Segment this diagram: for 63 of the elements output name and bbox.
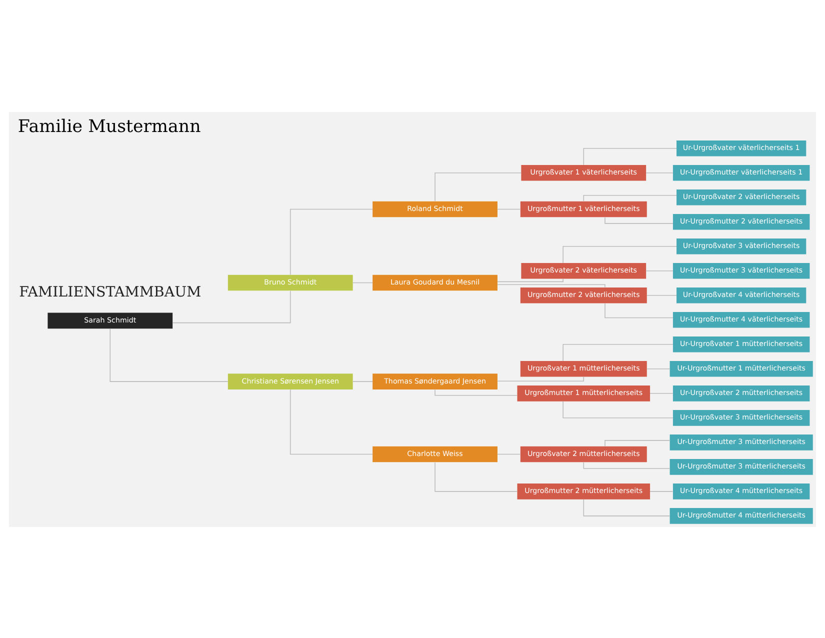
connector [562,400,674,418]
connector [646,172,674,173]
connector [352,380,373,382]
node-box: Ur-Urgroßvater 2 mütterlicherseits [672,385,810,401]
connector [583,498,670,516]
connector [604,440,670,446]
node-box: Ur-Urgroßmutter 3 mütterlicherseits [670,434,813,450]
connector [650,490,674,492]
node-box: Ur-Urgroßvater 4 mütterlicherseits [672,483,810,499]
connector [562,245,677,263]
node-box: Ur-Urgroßvater 1 mütterlicherseits [672,336,810,352]
connector [650,392,674,394]
connector [434,388,518,396]
node-box: Sarah Schmidt [48,312,173,328]
connector [290,388,373,454]
node-box: Ur-Urgroßvater 3 väterlicherseits [676,238,806,254]
connector [497,208,521,210]
node-box: Ur-Urgroßmutter 4 väterlicherseits [672,312,810,328]
label: FAMILIENSTAMMBAUM [19,284,202,300]
connector [172,290,291,323]
node-box: Bruno Schmidt [228,274,353,290]
node-box: Urgroßmutter 2 mütterlicherseits [517,483,650,499]
diagram-title: Familie Mustermann [18,116,201,137]
node-box: Ur-Urgroßmutter 2 väterlicherseits [672,213,810,230]
connector [434,462,518,492]
node-box: Ur-Urgroßvater 2 väterlicherseits [676,188,806,205]
connector [497,278,564,282]
connector [583,147,677,165]
node-box: Urgroßmutter 2 väterlicherseits [520,286,647,303]
connector [604,302,674,318]
node-box: Charlotte Weiss [372,446,498,462]
node-box: Ur-Urgroßmutter 4 mütterlicherseits [670,508,813,524]
connector [497,376,584,382]
node-box: Ur-Urgroßmutter 1 mütterlicherseits [670,360,813,376]
node-box: Ur-Urgroßmutter 3 väterlicherseits [672,262,810,278]
node-box: Urgroßvater 2 väterlicherseits [521,262,646,278]
connector [604,216,674,224]
node-box: Roland Schmidt [372,200,498,217]
connector [352,282,373,283]
connector [562,344,674,361]
connector [583,194,677,201]
connector [646,294,677,296]
connector [110,328,228,382]
connector [497,284,606,288]
node-box: Urgroßmutter 1 mütterlicherseits [517,385,650,401]
connector [290,208,373,274]
connector [646,368,670,369]
connector [497,453,521,454]
node-box: Urgroßmutter 1 väterlicherseits [520,200,647,217]
node-box: Thomas Søndergaard Jensen [372,373,498,389]
node-box: Urgroßvater 1 mütterlicherseits [520,360,647,376]
connector [646,270,674,271]
node-box: Urgroßvater 1 väterlicherseits [521,164,646,180]
node-box: Ur-Urgroßvater 4 väterlicherseits [676,286,806,303]
node-box: Ur-Urgroßmutter väterlicherseits 1 [672,164,810,180]
connector [583,462,670,468]
node-box: Ur-Urgroßvater väterlicherseits 1 [676,140,806,156]
connector [434,172,522,202]
node-box: Urgroßvater 2 mütterlicherseits [520,446,647,462]
node-box: Ur-Urgroßmutter 3 mütterlicherseits [670,458,813,474]
node-box: Christiane Sørensen Jensen [228,373,353,389]
node-box: Ur-Urgroßvater 3 mütterlicherseits [672,410,810,426]
node-box: Laura Goudard du Mesnil [372,274,498,290]
